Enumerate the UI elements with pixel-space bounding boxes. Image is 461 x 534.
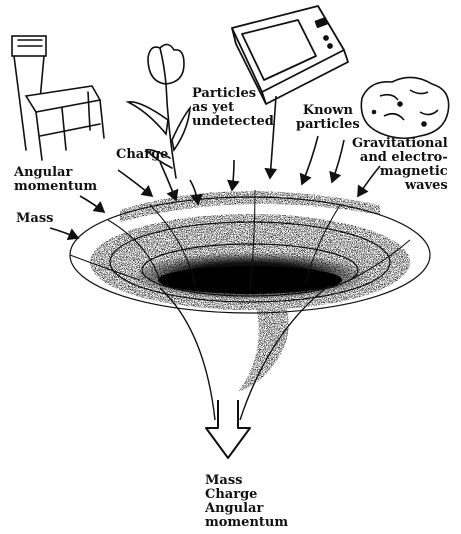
label-output-properties: Mass Charge Angular momentum bbox=[205, 474, 288, 530]
label-grav-em-waves: Gravitational and electro- magnetic wave… bbox=[352, 137, 448, 193]
rock-icon bbox=[361, 77, 448, 138]
chair-icon bbox=[12, 36, 104, 160]
label-angular-momentum: Angular momentum bbox=[14, 166, 97, 194]
label-known-particles: Known particles bbox=[296, 104, 360, 132]
black-hole-funnel bbox=[70, 190, 430, 420]
label-charge: Charge bbox=[116, 148, 168, 162]
label-particles-undetected: Particles as yet undetected bbox=[192, 87, 274, 129]
label-mass: Mass bbox=[16, 212, 53, 226]
